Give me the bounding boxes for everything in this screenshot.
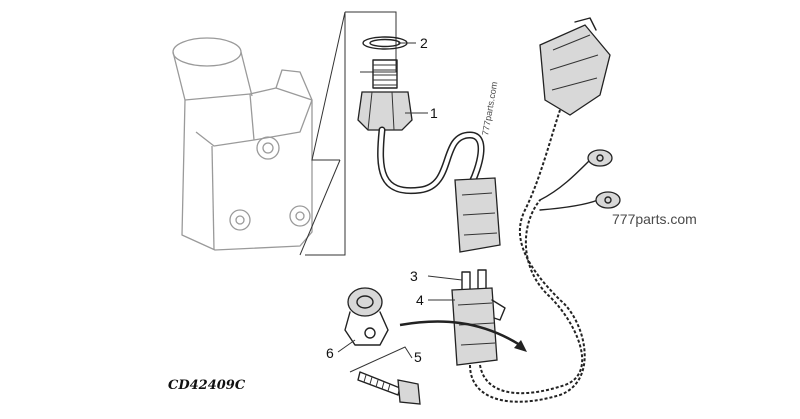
- callout-3: 3: [410, 268, 418, 284]
- leader-bracket: [299, 11, 397, 256]
- drawing-code: CD42409C: [168, 378, 246, 393]
- ring-terminals: [587, 149, 621, 209]
- callout-6: 6: [326, 345, 334, 361]
- connector-upper: [454, 177, 501, 253]
- cap-screw: [357, 371, 421, 405]
- harness-connector-main: [539, 17, 611, 116]
- sensor-cable: [377, 126, 485, 195]
- watermark-vertical: 777parts.com: [480, 81, 499, 136]
- callout-1: 1: [430, 105, 438, 121]
- assembly-arrow: [399, 320, 527, 352]
- callout-5: 5: [414, 349, 422, 365]
- temperature-sensor: [357, 59, 413, 131]
- watermark-horizontal: 777parts.com: [612, 211, 697, 227]
- callout-4: 4: [416, 292, 424, 308]
- callout-leaders: [337, 42, 463, 373]
- callout-2: 2: [420, 35, 428, 51]
- thermostat-housing-ghost: [172, 37, 313, 251]
- wiring-harness: [469, 109, 599, 403]
- cable-clamp: [344, 287, 389, 346]
